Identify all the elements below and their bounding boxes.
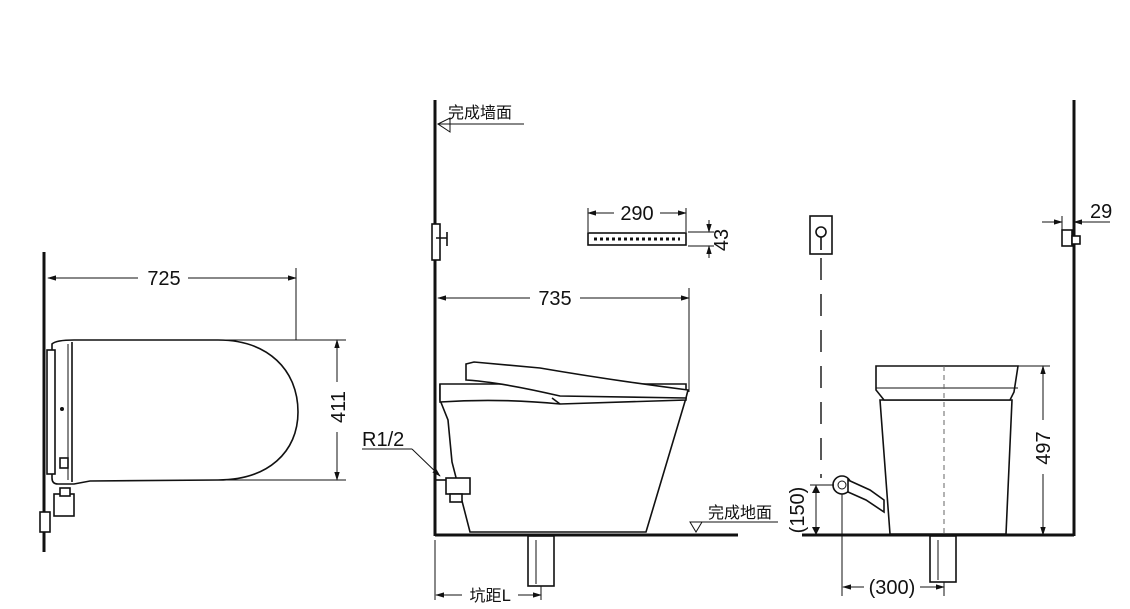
dim-remote-width: 290 — [620, 203, 653, 225]
dim-remote-height: 43 — [711, 229, 733, 251]
dim-wall-offset: 29 — [1090, 201, 1112, 223]
front-view-toilet-body — [879, 399, 1013, 535]
label-pipe-thread: R1/2 — [362, 429, 404, 451]
front-supply-hose — [847, 478, 885, 514]
side-wall-valve — [431, 223, 441, 261]
top-view-valve — [53, 493, 75, 517]
floor-marker-icon — [689, 521, 703, 533]
front-view-toilet-lid — [875, 365, 1019, 401]
front-view: 29 497 (150) (300) — [787, 100, 1112, 599]
label-rough-in: 坑距L — [470, 586, 511, 605]
dim-front-height: 497 — [1033, 431, 1055, 464]
dim-150-arrow-top — [812, 485, 820, 493]
top-view-valve-cap — [59, 487, 71, 497]
dim-top-length: 725 — [147, 268, 180, 290]
side-view-supply-nut — [449, 493, 463, 503]
wall-marker-icon — [437, 117, 451, 133]
top-view-valve-stem — [39, 511, 51, 533]
front-supply-valve-inner — [837, 480, 847, 490]
top-view: 725 411 — [39, 252, 350, 552]
top-view-wall-plate — [46, 349, 56, 475]
front-right-valve-cap — [1071, 235, 1081, 245]
side-view-supply-valve — [445, 477, 471, 495]
side-view-hinge — [551, 397, 561, 405]
label-pipe-thread-leader — [411, 448, 441, 477]
front-right-valve — [1061, 229, 1073, 247]
front-view-drain-pipe — [929, 535, 957, 583]
top-view-connector — [59, 457, 69, 469]
front-wall-valve — [809, 215, 833, 255]
top-view-toilet-outline — [51, 339, 299, 485]
top-view-button-icon — [60, 407, 64, 411]
label-finished-floor: 完成地面 — [708, 503, 772, 522]
dim-side-length: 735 — [538, 288, 571, 310]
dim-150-arrow-bottom — [812, 527, 820, 535]
dim-top-width: 411 — [328, 391, 350, 423]
side-wall-valve-handle — [436, 232, 448, 246]
dim-valve-height: (150) — [787, 487, 809, 534]
label-finished-wall: 完成墙面 — [448, 103, 512, 122]
side-view: 完成墙面 290 43 735 R1/2 — [362, 100, 778, 605]
side-view-seat-cover — [465, 361, 689, 399]
side-view-toilet-body — [439, 384, 687, 533]
side-view-drain-pipe — [527, 535, 555, 587]
dim-valve-offset: (300) — [869, 577, 916, 599]
